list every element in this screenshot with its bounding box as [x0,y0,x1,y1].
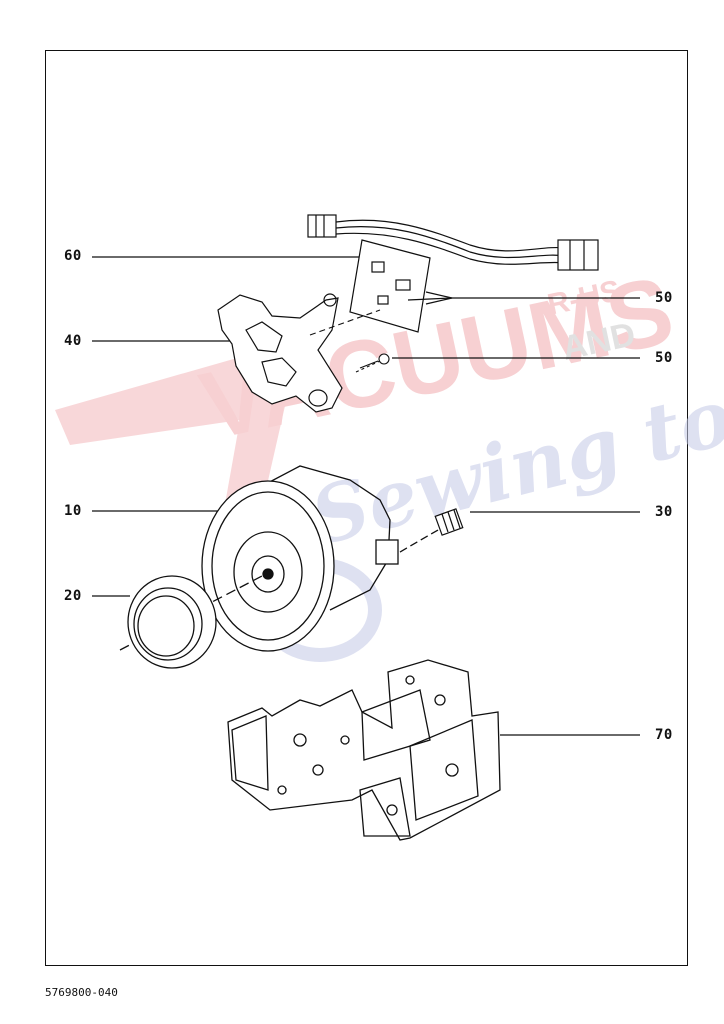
part-40-motor-bracket [217,293,343,413]
document-number: 5769800-040 [45,986,118,999]
callout-30: 30 [655,504,673,520]
part-30-brush [434,508,464,536]
drawing-frame [45,50,688,966]
callout-70: 70 [655,727,673,743]
part-50-screws [309,309,390,373]
callout-40: 40 [64,333,82,349]
leader-lines [92,256,640,736]
part-70-foam-pad [227,659,501,841]
part-60-circuit-board [307,214,599,333]
part-20-seal-ring [127,575,217,669]
callout-50-lower: 50 [655,350,673,366]
callout-10: 10 [64,503,82,519]
callout-60: 60 [64,248,82,264]
callout-20: 20 [64,588,82,604]
callout-50-upper: 50 [655,290,673,306]
